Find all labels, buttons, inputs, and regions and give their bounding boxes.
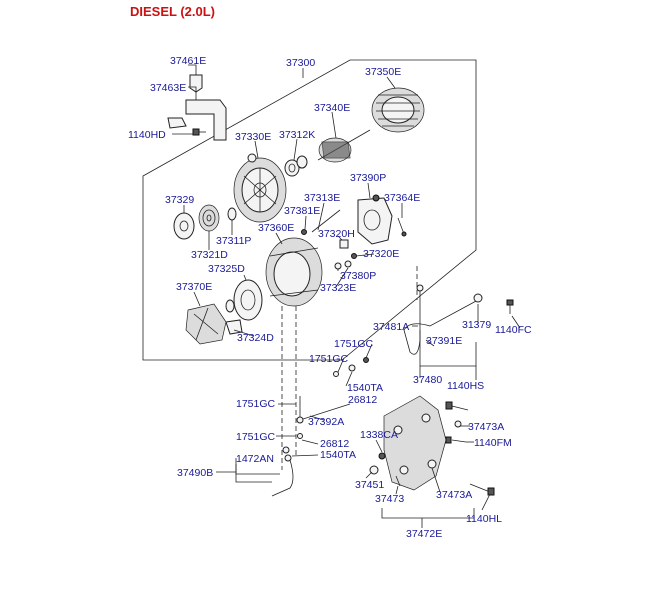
label-26812-b: 26812 <box>320 438 349 450</box>
label-37451: 37451 <box>355 479 384 491</box>
label-37392A: 37392A <box>308 416 344 428</box>
washer-37473A-top <box>454 420 462 428</box>
assembly-boundary <box>142 59 477 361</box>
label-1540TA-a: 1540TA <box>347 382 383 394</box>
stator-37350E <box>371 87 425 133</box>
label-37325D: 37325D <box>208 263 245 275</box>
label-37313E: 37313E <box>304 192 340 204</box>
label-37340E: 37340E <box>314 102 350 114</box>
label-1338CA: 1338CA <box>360 429 398 441</box>
rotor-37340E <box>317 129 371 163</box>
label-1472AN: 1472AN <box>236 453 274 465</box>
label-37370E: 37370E <box>176 281 212 293</box>
label-37311P: 37311P <box>216 235 251 247</box>
label-1751GC-c: 1751GC <box>236 398 276 410</box>
label-1751GC-b: 1751GC <box>309 353 349 365</box>
label-37381E: 37381E <box>284 205 320 217</box>
label-37473A-b: 37473A <box>436 489 472 501</box>
collar-part <box>296 155 308 169</box>
clamp-1751GC-lower <box>297 433 303 439</box>
oil-tube-assembly <box>403 284 483 355</box>
label-37350E: 37350E <box>365 66 401 78</box>
label-1140HD: 1140HD <box>128 129 166 141</box>
bolt-1140FM <box>445 436 467 444</box>
part-37381E <box>301 229 307 235</box>
bolt-1140FC <box>506 299 514 314</box>
label-37329: 37329 <box>165 194 194 206</box>
bolt-1140HL <box>469 483 495 496</box>
clip-37463E <box>167 117 187 129</box>
oil-hose-37392A <box>296 396 351 424</box>
label-37391E: 37391E <box>426 335 462 347</box>
label-37473: 37473 <box>375 493 404 505</box>
ring-part <box>225 299 235 313</box>
bracket-37472E <box>383 395 447 491</box>
label-37490B: 37490B <box>177 467 213 479</box>
part-37323E <box>344 260 352 268</box>
label-1140FC: 1140FC <box>495 324 532 336</box>
regulator-37390P <box>357 194 393 245</box>
label-37320E: 37320E <box>363 248 399 260</box>
label-1140FM: 1140FM <box>474 437 512 449</box>
pulley-37321D <box>198 204 220 232</box>
label-1140HL: 1140HL <box>466 513 502 525</box>
label-37472E: 37472E <box>406 528 442 540</box>
bolt-1140HD <box>192 128 206 136</box>
bolt-1140HS <box>445 401 469 411</box>
bracket-37461E <box>185 74 227 141</box>
label-37312K: 37312K <box>279 129 315 141</box>
rear-bracket-37360E <box>265 237 323 307</box>
label-1540TA-b: 1540TA <box>320 449 356 461</box>
label-37330E: 37330E <box>235 131 271 143</box>
label-37323E: 37323E <box>320 282 356 294</box>
label-26812-a: 26812 <box>348 394 377 406</box>
label-37300: 37300 <box>286 57 315 69</box>
screw-37364E <box>397 217 407 237</box>
diagram-title: DIESEL (2.0L) <box>130 4 216 19</box>
label-37461E: 37461E <box>170 55 206 67</box>
label-31379: 31379 <box>462 319 491 331</box>
front-bracket-37330E <box>233 153 287 223</box>
label-37324D: 37324D <box>237 332 274 344</box>
label-1140HS: 1140HS <box>447 380 484 392</box>
drain-hose-37490B <box>271 446 294 497</box>
label-37463E: 37463E <box>150 82 186 94</box>
nut-37311P <box>227 207 237 221</box>
label-37364E: 37364E <box>384 192 420 204</box>
leader-lines <box>172 64 521 528</box>
label-1751GC-d: 1751GC <box>236 431 276 443</box>
label-37360E: 37360E <box>258 222 294 234</box>
label-1751GC-a: 1751GC <box>334 338 374 350</box>
brush-holder-37370E <box>185 303 227 345</box>
label-37481A: 37481A <box>373 321 409 333</box>
nut-1338CA <box>378 452 386 460</box>
label-37321D: 37321D <box>191 249 228 261</box>
label-37320H: 37320H <box>318 228 355 240</box>
label-37390P: 37390P <box>350 172 386 184</box>
label-37480: 37480 <box>413 374 442 386</box>
label-37380P: 37380P <box>340 270 376 282</box>
gasket-37325D <box>233 279 263 321</box>
part-37320E <box>351 253 357 259</box>
diode-37320H <box>339 239 349 249</box>
part-37380P <box>334 262 342 270</box>
through-bolt-37313E <box>311 209 341 233</box>
washer-37329 <box>173 212 195 240</box>
bearing-37312K <box>284 159 300 177</box>
stud-37473 <box>395 475 401 487</box>
label-37473A-a: 37473A <box>468 421 504 433</box>
